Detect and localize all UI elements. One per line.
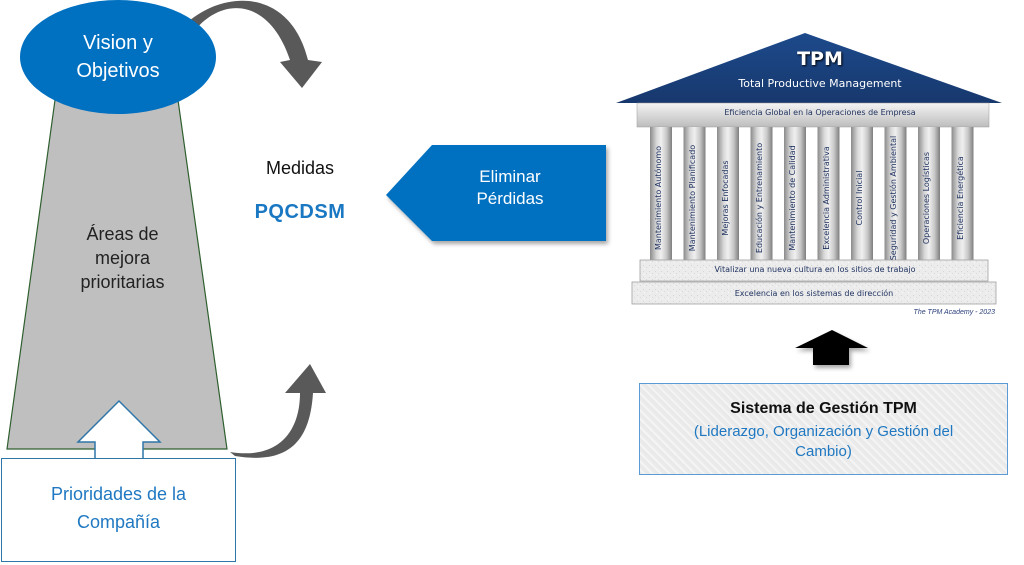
pillar-label: Mantenimiento de Calidad: [788, 144, 797, 251]
areas-line-2: mejora: [94, 248, 151, 268]
temple-step-upper: [639, 259, 989, 282]
company-priorities-label: Prioridades de la Compañía: [1, 480, 236, 536]
eliminar-line-2: Pérdidas: [476, 189, 544, 208]
pillar-label: Eficiencia Energética: [955, 155, 965, 240]
vision-line-1: Vision y: [83, 32, 153, 54]
eliminar-line-1: Eliminar: [479, 167, 541, 186]
company-priorities-box: [1, 458, 236, 562]
tpm-title: TPM: [797, 48, 843, 70]
pillar-4: [750, 127, 773, 260]
management-step-label: Excelencia en los sistemas de dirección: [734, 289, 894, 298]
pillar-7: [851, 127, 873, 260]
credit-label: The TPM Academy - 2023: [913, 309, 995, 316]
solid-up-arrow-icon: [795, 330, 868, 365]
curved-arrow-bottom-icon: [230, 364, 326, 458]
pillar-label: Operaciones Logísticas: [922, 151, 931, 244]
pillar-6: [817, 127, 840, 260]
system-subtitle: (Liderazgo, Organización y Gestión del C…: [655, 422, 992, 462]
priority-areas-label: Áreas de mejora prioritarias: [40, 222, 205, 294]
pillar-2: [683, 127, 706, 260]
pillar-3: [717, 127, 739, 260]
tpm-management-system-box: [639, 383, 1008, 475]
architrave-label: Eficiencia Global en la Operaciones de E…: [724, 108, 916, 117]
priorities-line-1: Prioridades de la: [50, 484, 187, 504]
areas-line-1: Áreas de: [86, 224, 159, 244]
system-subtitle-line-2: Cambio): [795, 443, 852, 460]
system-subtitle-line-1: (Liderazgo, Organización y Gestión del: [693, 423, 954, 440]
pillar-1: [650, 127, 672, 260]
pillar-10: [951, 127, 974, 260]
pillar-9: [918, 127, 940, 260]
system-title: Sistema de Gestión TPM: [730, 400, 917, 417]
pillar-5: [784, 127, 806, 260]
vision-ellipse: [20, 0, 216, 114]
pillar-label: Control Inicial: [855, 170, 864, 225]
pillar-label: Seguridad y Gestión Ambiental: [888, 135, 898, 260]
pqcdsm-label: PQCDSM: [254, 201, 346, 223]
pillar-label: Excelencia Administrativa: [821, 145, 831, 250]
measures-label: Medidas: [265, 158, 335, 178]
culture-step-label: Vitalizar una nueva cultura en los sitio…: [714, 265, 916, 274]
areas-line-3: prioritarias: [80, 272, 165, 292]
temple-step-lower: [631, 281, 997, 305]
vision-line-2: Objetivos: [76, 60, 160, 82]
vision-objectives-label: Vision y Objetivos: [20, 0, 216, 114]
eliminate-losses-label: Eliminar Pérdidas: [440, 166, 580, 210]
temple-roof: [616, 33, 1002, 103]
priorities-line-2: Compañía: [76, 512, 161, 532]
eliminar-perdidas-arrow: [386, 145, 606, 241]
curved-arrow-top-icon: [188, 0, 322, 88]
temple-architrave: [636, 102, 990, 128]
pillar-label: Mejoras Enfocadas: [721, 159, 730, 236]
pillar-label: Mantenimiento Autónomo: [654, 145, 663, 250]
pillar-label: Mantenimiento Planificado: [687, 144, 697, 251]
tpm-subtitle: Total Productive Management: [738, 77, 902, 90]
pillar-label: Educación y Entrenamiento: [754, 142, 764, 253]
pillar-8: [884, 127, 907, 260]
